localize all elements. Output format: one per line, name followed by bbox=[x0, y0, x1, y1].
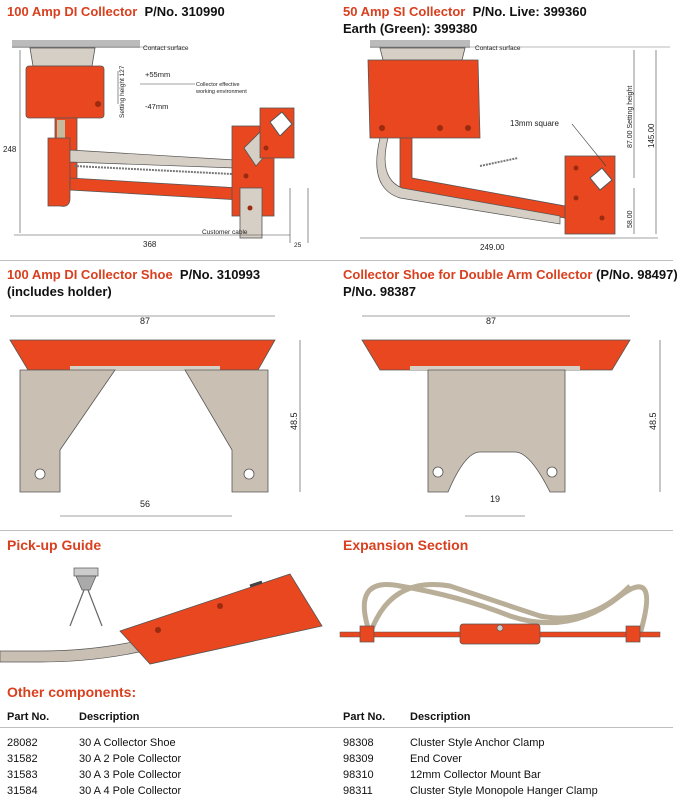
plus-55-label: +55mm bbox=[145, 70, 170, 79]
si-contact-surface-label: Contact surface bbox=[475, 45, 521, 52]
dl-shoe-title: 100 Amp DI Collector Shoe P/No. 310993 bbox=[7, 267, 261, 282]
double-shoe-width-label: 87 bbox=[486, 316, 496, 326]
height-145-label: 145.00 bbox=[647, 123, 656, 148]
table-row: 30 A 3 Pole Collector bbox=[79, 769, 182, 781]
si-collector-drawing: Contact surface 13mm square 87.00 Settin… bbox=[360, 40, 670, 252]
double-shoe-height-label: 48.5 bbox=[648, 412, 658, 430]
ceiling-hatch bbox=[12, 40, 140, 46]
height-58-label: 58.00 bbox=[627, 210, 634, 228]
double-shoe-holder bbox=[427, 369, 566, 493]
collector-head bbox=[25, 65, 105, 119]
table-row: 30 A 4 Pole Collector bbox=[79, 785, 182, 797]
shoe-holder-left bbox=[19, 369, 116, 493]
table-row: End Cover bbox=[410, 753, 462, 765]
customer-cable-label: Customer cable bbox=[202, 229, 248, 236]
table-row: 30 A 2 Pole Collector bbox=[79, 753, 182, 765]
dl-collector-drawing: Contact surface +55mm -47mm Collector ef… bbox=[3, 40, 309, 249]
table-row: Cluster Style Anchor Clamp bbox=[410, 737, 545, 749]
col-part-left: Part No. bbox=[7, 711, 50, 723]
height-248-label: 248 bbox=[3, 145, 17, 154]
double-shoe-drawing: 87 48.5 19 bbox=[361, 315, 661, 517]
expansion-section-title: Expansion Section bbox=[343, 537, 469, 553]
offset-25-label: 25 bbox=[294, 242, 302, 249]
shoe-base-56-label: 56 bbox=[140, 499, 150, 509]
dl-shoe-drawing: 87 48.5 56 bbox=[9, 315, 301, 517]
table-row: 31583 bbox=[7, 769, 38, 781]
shoe-width-87-label: 87 bbox=[140, 316, 150, 326]
dl-shoe-note: (includes holder) bbox=[7, 284, 112, 299]
double-shoe-pn2: P/No. 98387 bbox=[343, 284, 416, 299]
double-shoe-base-label: 19 bbox=[490, 494, 500, 504]
pickup-guide-drawing bbox=[0, 567, 323, 665]
setting-87-label: 87.00 Setting height bbox=[627, 86, 634, 148]
si-collector-head bbox=[367, 59, 481, 139]
expansion-section-drawing bbox=[339, 582, 661, 645]
ceiling-hatch bbox=[370, 40, 470, 46]
table-row: 28082 bbox=[7, 737, 38, 749]
table-row: 98311 bbox=[343, 785, 373, 797]
width-249-label: 249.00 bbox=[480, 243, 505, 252]
table-row: 98308 bbox=[343, 737, 374, 749]
divider-2 bbox=[0, 530, 673, 531]
table-row: 31584 bbox=[7, 785, 38, 797]
divider-1 bbox=[0, 260, 673, 261]
col-part-right: Part No. bbox=[343, 711, 386, 723]
double-shoe-title: Collector Shoe for Double Arm Collector … bbox=[343, 267, 678, 282]
col-desc-left: Description bbox=[79, 711, 140, 723]
dl-collector-title: 100 Amp DI Collector P/No. 310990 bbox=[7, 4, 225, 19]
col-desc-right: Description bbox=[410, 711, 471, 723]
pickup-guide-body bbox=[119, 573, 323, 665]
pickup-guide-title: Pick-up Guide bbox=[7, 537, 102, 553]
env-label-2: working environment bbox=[195, 89, 247, 95]
table-row: 12mm Collector Mount Bar bbox=[410, 769, 541, 781]
table-row: 30 A Collector Shoe bbox=[79, 737, 176, 749]
env-label-1: Collector effective bbox=[196, 82, 240, 88]
table-row: 98309 bbox=[343, 753, 374, 765]
si-collector-earth: Earth (Green): 399380 bbox=[343, 21, 478, 36]
table-row: 31582 bbox=[7, 753, 38, 765]
minus-47-label: -47mm bbox=[145, 102, 168, 111]
contact-surface-label: Contact surface bbox=[143, 45, 189, 52]
table-row: Cluster Style Monopole Hanger Clamp bbox=[410, 785, 598, 797]
shoe-wear-strip bbox=[9, 339, 276, 371]
double-shoe-wear-strip bbox=[361, 339, 631, 371]
table-header-rule bbox=[0, 727, 673, 728]
shoe-holder-right bbox=[184, 369, 269, 493]
square-13mm-label: 13mm square bbox=[510, 119, 559, 128]
shoe-height-label: 48.5 bbox=[289, 412, 299, 430]
si-collector-title: 50 Amp SI Collector P/No. Live: 399360 bbox=[343, 4, 587, 19]
other-components-heading: Other components: bbox=[7, 684, 137, 700]
width-368-label: 368 bbox=[143, 240, 157, 249]
setting-height-label: Setting height 127 bbox=[119, 65, 126, 118]
table-row: 98310 bbox=[343, 769, 374, 781]
